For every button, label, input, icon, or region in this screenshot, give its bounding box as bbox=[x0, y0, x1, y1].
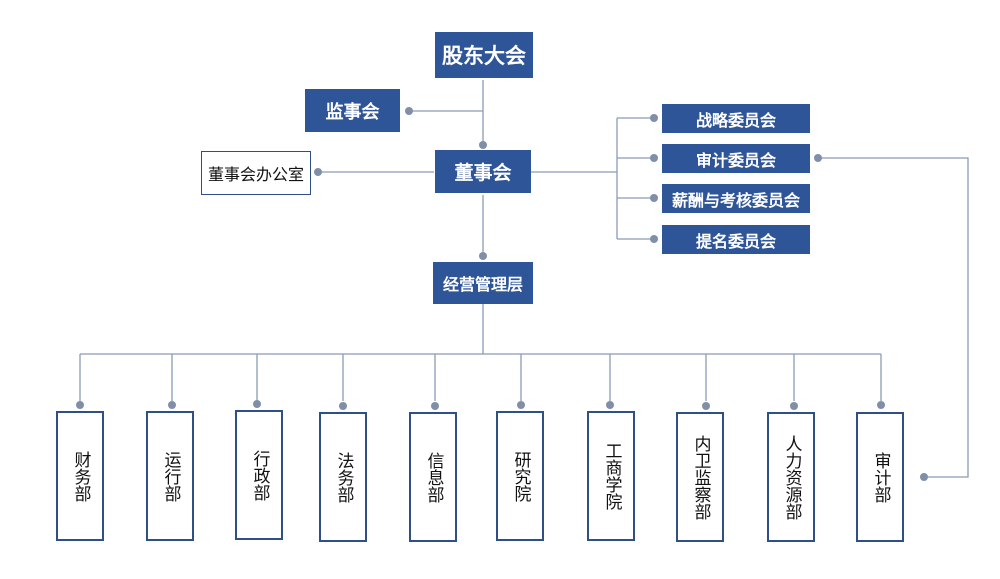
dot-committee-4 bbox=[650, 235, 658, 243]
department-label: 审计部 bbox=[870, 451, 891, 503]
board-office-label: 董事会办公室 bbox=[207, 165, 304, 184]
dot-dept-3 bbox=[253, 400, 261, 408]
department-label: 财务部 bbox=[70, 450, 91, 502]
department-research-institute: 研究院 bbox=[496, 411, 544, 541]
dot-dept-5 bbox=[431, 402, 439, 410]
committee-label: 战略委员会 bbox=[695, 110, 776, 130]
committee-compensation: 薪酬与考核委员会 bbox=[662, 184, 810, 213]
management-label: 经营管理层 bbox=[442, 275, 523, 294]
department-operations: 运行部 bbox=[146, 411, 194, 541]
dot-board-office bbox=[314, 168, 322, 176]
department-human-resources: 人力资源部 bbox=[767, 412, 815, 542]
dot-audit-department-in bbox=[920, 473, 928, 481]
department-business-school: 工商学院 bbox=[587, 411, 635, 541]
board-of-directors-label: 董事会 bbox=[454, 162, 512, 184]
dot-dept-4 bbox=[339, 402, 347, 410]
dot-dept-7 bbox=[606, 401, 614, 409]
committee-label: 提名委员会 bbox=[695, 231, 776, 251]
committee-strategy: 战略委员会 bbox=[662, 104, 810, 133]
department-label: 信息部 bbox=[423, 451, 444, 503]
dot-dept-2 bbox=[168, 401, 176, 409]
dot-committee-3 bbox=[650, 194, 658, 202]
department-label: 内卫监察部 bbox=[690, 434, 711, 520]
supervisory-board-label: 监事会 bbox=[325, 101, 380, 123]
department-label: 人力资源部 bbox=[781, 434, 802, 520]
department-label: 研究院 bbox=[510, 450, 531, 502]
department-finance: 财务部 bbox=[56, 411, 104, 541]
dot-committee-2 bbox=[650, 154, 658, 162]
dot-committee-1 bbox=[650, 114, 658, 122]
committee-label: 薪酬与考核委员会 bbox=[671, 190, 800, 210]
committee-nomination: 提名委员会 bbox=[662, 225, 810, 254]
management-box: 经营管理层 bbox=[433, 262, 533, 304]
dot-management bbox=[479, 252, 487, 260]
department-information: 信息部 bbox=[409, 412, 457, 542]
board-office-box: 董事会办公室 bbox=[201, 151, 311, 195]
department-label: 行政部 bbox=[249, 449, 270, 501]
board-of-directors-box: 董事会 bbox=[435, 150, 531, 193]
department-administration: 行政部 bbox=[235, 410, 283, 540]
dot-audit-committee-out bbox=[814, 154, 822, 162]
department-label: 运行部 bbox=[160, 450, 181, 502]
shareholders-meeting-box: 股东大会 bbox=[435, 32, 533, 78]
dot-dept-1 bbox=[76, 401, 84, 409]
dot-dept-8 bbox=[702, 402, 710, 410]
committee-audit: 审计委员会 bbox=[662, 144, 810, 173]
department-legal: 法务部 bbox=[319, 412, 367, 542]
dot-supervisors bbox=[405, 107, 413, 115]
dot-board bbox=[479, 141, 487, 149]
committee-label: 审计委员会 bbox=[695, 150, 776, 170]
department-audit: 审计部 bbox=[856, 412, 904, 542]
supervisory-board-box: 监事会 bbox=[305, 89, 400, 132]
department-label: 法务部 bbox=[333, 451, 354, 503]
dot-dept-9 bbox=[790, 402, 798, 410]
shareholders-meeting-label: 股东大会 bbox=[442, 44, 526, 68]
dot-dept-10 bbox=[877, 401, 885, 409]
dot-dept-6 bbox=[517, 401, 525, 409]
department-internal-supervision: 内卫监察部 bbox=[676, 412, 724, 542]
department-label: 工商学院 bbox=[601, 442, 622, 510]
